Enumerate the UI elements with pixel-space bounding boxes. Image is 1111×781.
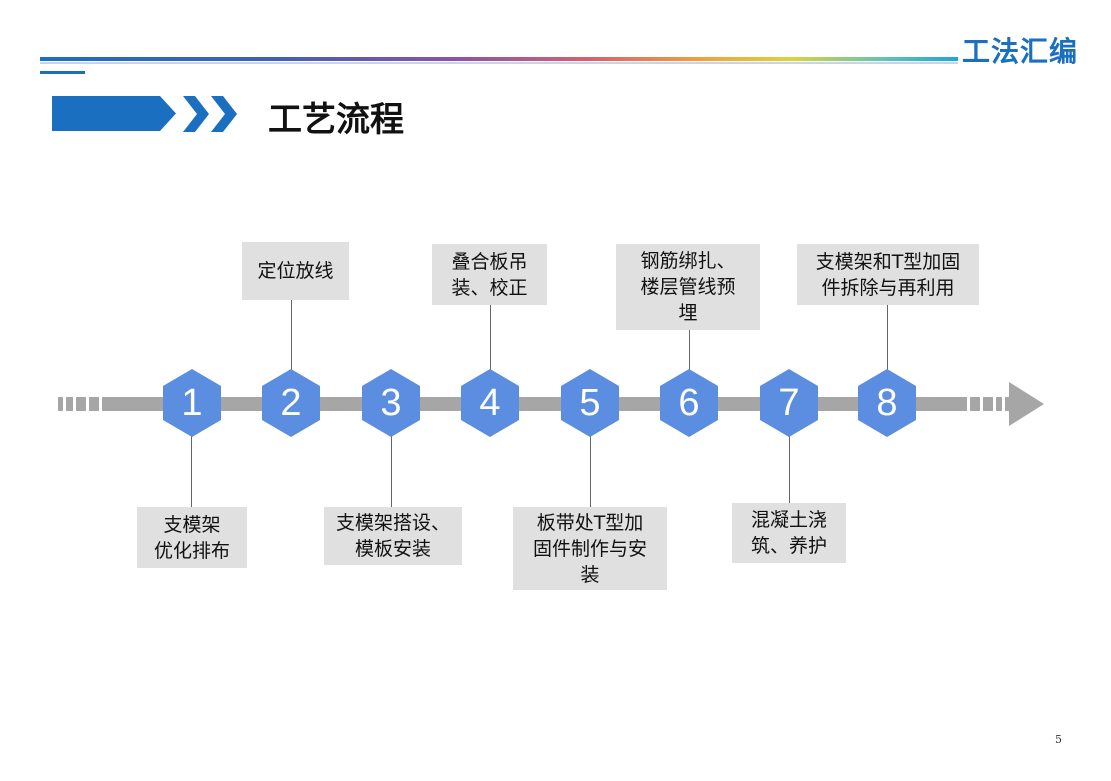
step-number-8: 8 <box>876 381 898 424</box>
step-hexagon-1: 1 <box>163 369 221 437</box>
connector-line-8 <box>887 305 888 370</box>
header-gradient-line <box>40 57 958 61</box>
brand-logo: 工法汇编 <box>962 35 1079 68</box>
step-number-3: 3 <box>380 381 402 424</box>
step-hexagon-8: 8 <box>858 369 916 437</box>
step-hexagon-5: 5 <box>561 369 619 437</box>
step-label-3: 支模架搭设、 模板安装 <box>324 507 462 565</box>
title-arrow-block <box>52 96 176 131</box>
header-underline <box>40 62 958 64</box>
chevron-icon <box>183 96 239 136</box>
connector-line-4 <box>490 305 491 370</box>
step-hexagon-2: 2 <box>262 369 320 437</box>
page-number: 5 <box>1055 733 1062 746</box>
step-label-5: 板带处T型加 固件制作与安 装 <box>513 507 667 590</box>
step-hexagon-7: 7 <box>760 369 818 437</box>
step-label-8: 支模架和T型加固 件拆除与再利用 <box>797 244 979 305</box>
step-hexagon-4: 4 <box>461 369 519 437</box>
step-hexagon-3: 3 <box>362 369 420 437</box>
header-short-bar <box>40 71 85 74</box>
step-number-4: 4 <box>479 381 501 424</box>
step-label-2: 定位放线 <box>242 242 349 300</box>
connector-line-1 <box>191 436 192 508</box>
connector-line-2 <box>291 300 292 370</box>
connector-line-6 <box>689 330 690 370</box>
step-number-1: 1 <box>181 381 203 424</box>
step-label-6: 钢筋绑扎、 楼层管线预 埋 <box>616 244 760 330</box>
step-number-5: 5 <box>579 381 601 424</box>
connector-line-3 <box>391 436 392 508</box>
step-label-4: 叠合板吊 装、校正 <box>432 244 547 305</box>
connector-line-5 <box>590 436 591 508</box>
step-label-7: 混凝土浇 筑、养护 <box>732 503 846 563</box>
step-number-6: 6 <box>678 381 700 424</box>
connector-line-7 <box>789 436 790 503</box>
page-title: 工艺流程 <box>268 100 404 140</box>
step-hexagon-6: 6 <box>660 369 718 437</box>
step-number-2: 2 <box>280 381 302 424</box>
step-label-1: 支模架 优化排布 <box>137 507 247 568</box>
step-number-7: 7 <box>778 381 800 424</box>
